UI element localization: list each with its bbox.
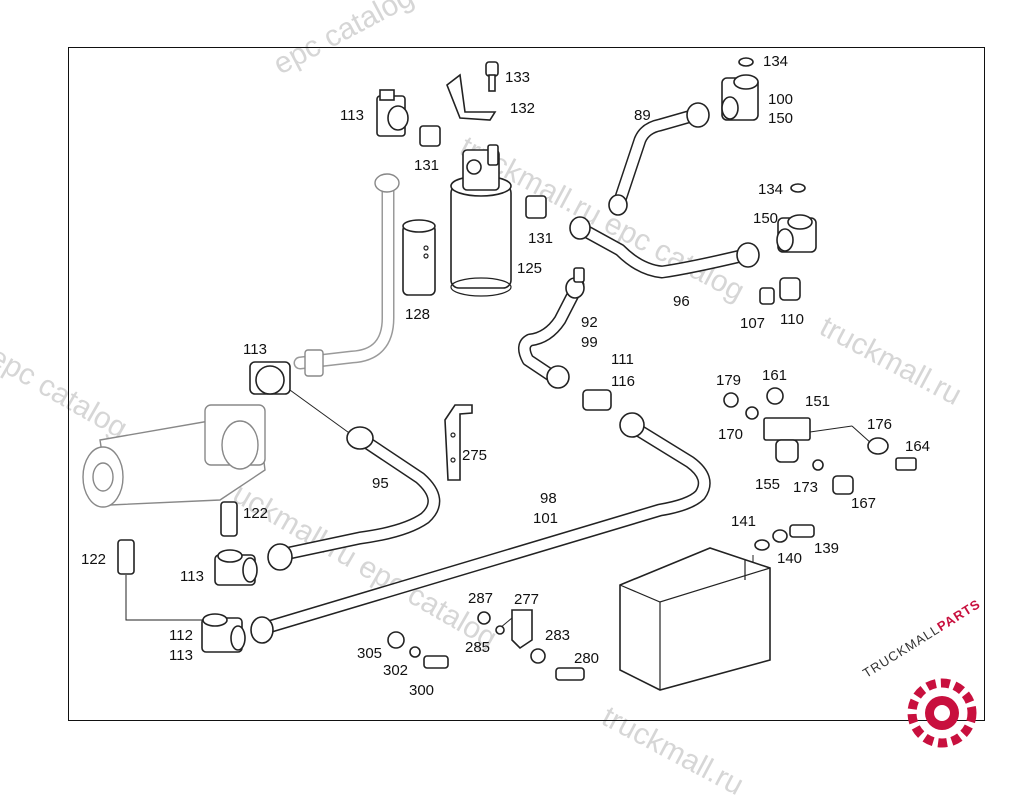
callout-98: 98 xyxy=(540,490,557,507)
callout-128: 128 xyxy=(405,306,431,323)
callout-150-a: 150 xyxy=(768,110,794,127)
callout-300: 300 xyxy=(409,682,435,699)
callout-287: 287 xyxy=(468,590,494,607)
callout-100: 100 xyxy=(768,91,794,108)
fittings-107-110 xyxy=(759,277,801,305)
callout-95: 95 xyxy=(372,475,389,492)
callout-151: 151 xyxy=(805,393,831,410)
callout-99: 99 xyxy=(581,334,598,351)
callout-113-bottom: 113 xyxy=(169,647,193,664)
callout-96: 96 xyxy=(673,293,690,310)
callout-134-a: 134 xyxy=(763,53,789,70)
callout-164: 164 xyxy=(905,438,931,455)
callout-170: 170 xyxy=(718,426,744,443)
callout-179: 179 xyxy=(716,372,742,389)
bracket-275 xyxy=(444,404,473,481)
callout-167: 167 xyxy=(851,495,877,512)
callout-161: 161 xyxy=(762,367,788,384)
callout-280: 280 xyxy=(574,650,600,667)
leader-lines xyxy=(125,384,873,629)
diagram-frame xyxy=(68,47,985,721)
fittings-131 xyxy=(419,125,547,219)
pipe-95 xyxy=(267,426,441,571)
cartridge-128 xyxy=(402,219,436,296)
tray-141 xyxy=(619,524,815,691)
callout-111: 111 xyxy=(611,351,634,368)
callout-140: 140 xyxy=(777,550,803,567)
elbow-100-150 xyxy=(721,57,759,121)
callout-101: 101 xyxy=(533,510,559,527)
elbow-150 xyxy=(776,183,817,253)
tube-113-gray xyxy=(293,173,400,377)
callout-285: 285 xyxy=(465,639,491,656)
callout-113-mid: 113 xyxy=(243,341,267,358)
callout-141: 141 xyxy=(731,513,757,530)
tee-fitting-112-113 xyxy=(201,613,246,653)
callout-116: 116 xyxy=(611,373,635,390)
callout-150-b: 150 xyxy=(753,210,779,227)
callout-112: 112 xyxy=(169,627,193,644)
receiver-drier-125 xyxy=(450,144,512,297)
callout-113-lower: 113 xyxy=(180,568,204,585)
callout-173: 173 xyxy=(793,479,819,496)
pipe-89 xyxy=(608,102,710,216)
callout-155: 155 xyxy=(755,476,781,493)
truckmall-logo-mark xyxy=(907,678,977,748)
pipe-92-99 xyxy=(518,267,585,389)
bracket-132 xyxy=(446,61,499,121)
callout-113-top: 113 xyxy=(340,107,364,124)
fitting-122-b xyxy=(117,539,135,575)
hardware-305-302-300 xyxy=(387,631,449,669)
callout-131-b: 131 xyxy=(528,230,554,247)
callout-305: 305 xyxy=(357,645,383,662)
tee-fitting-113-top xyxy=(376,89,409,137)
callout-125: 125 xyxy=(517,260,543,277)
fitting-113-mid xyxy=(249,361,291,395)
hardware-287-277 xyxy=(477,609,585,681)
callout-132: 132 xyxy=(510,100,536,117)
callout-131-a: 131 xyxy=(414,157,440,174)
callout-122-b: 122 xyxy=(81,551,107,568)
fitting-122-a xyxy=(220,501,238,537)
callout-107: 107 xyxy=(740,315,766,332)
compressor xyxy=(82,404,266,508)
callout-122-a: 122 xyxy=(243,505,269,522)
callout-283: 283 xyxy=(545,627,571,644)
parts-diagram-canvas: epc catalog truckmall.ru epc catalog tru… xyxy=(0,0,985,802)
callout-275: 275 xyxy=(462,447,488,464)
pipe-96 xyxy=(569,216,760,279)
clamp-151-group xyxy=(723,387,917,495)
callout-302: 302 xyxy=(383,662,409,679)
callout-176: 176 xyxy=(867,416,893,433)
callout-92: 92 xyxy=(581,314,598,331)
fitting-111-116 xyxy=(582,389,612,411)
callout-139: 139 xyxy=(814,540,840,557)
callout-133: 133 xyxy=(505,69,531,86)
callout-110: 110 xyxy=(780,311,804,328)
diagram-drawing xyxy=(82,57,977,748)
callout-134-b: 134 xyxy=(758,181,784,198)
tee-fitting-113-lower xyxy=(214,549,258,586)
callout-277: 277 xyxy=(514,591,540,608)
pipe-98-101 xyxy=(250,412,711,644)
callout-89: 89 xyxy=(634,107,651,124)
